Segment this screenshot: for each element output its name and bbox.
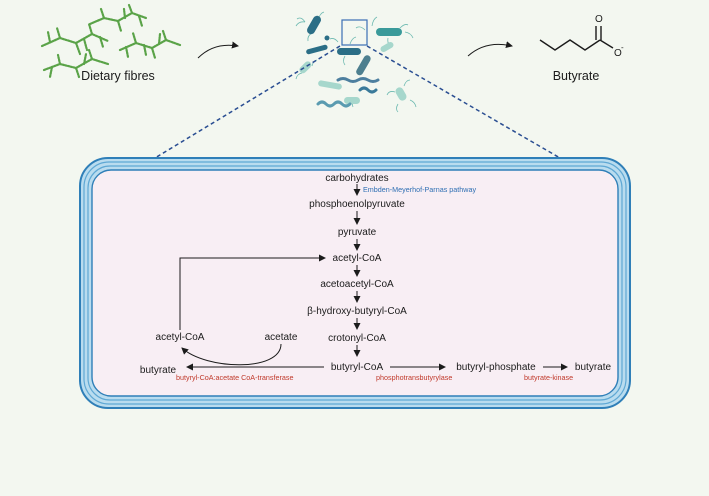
- metabolite-butyrate-right: butyrate: [575, 362, 612, 373]
- zoom-line-left: [154, 45, 341, 159]
- metabolite-acetoacetyl-coa: acetoacetyl-CoA: [320, 279, 394, 290]
- carbonyl-oxygen-label: O: [595, 14, 603, 25]
- fibres-to-bacteria-arrow: [197, 41, 239, 59]
- metabolite-acetyl-coa: acetyl-CoA: [333, 253, 382, 264]
- metabolite-butyrate-left: butyrate: [140, 365, 177, 376]
- carboxylate-oxygen-label: O: [614, 48, 622, 59]
- enzyme-butyrate-kinase: butyrate-kinase: [524, 373, 573, 382]
- metabolite-pyruvate: pyruvate: [338, 227, 377, 238]
- metabolite-crotonyl-coa: crotonyl-CoA: [328, 333, 386, 344]
- metabolite-phosphoenolpyruvate: phosphoenolpyruvate: [309, 199, 405, 210]
- zoom-line-right: [366, 45, 561, 159]
- metabolite-butyryl-coa: butyryl-CoA: [331, 362, 384, 373]
- arrow-acetyl-coa-recycle: [179, 254, 326, 330]
- metabolite-butyryl-phosphate: butyryl-phosphate: [456, 362, 536, 373]
- metabolite-hydroxy-butyryl-coa: β-hydroxy-butyryl-CoA: [307, 306, 407, 317]
- enzyme-emp-pathway: Embden-Meyerhof-Parnas pathway: [363, 185, 476, 194]
- arrow-acetate-acetyl-coa: [181, 343, 282, 366]
- dietary-fibres-label: Dietary fibres: [81, 69, 155, 83]
- enzyme-phosphotransbutyrylase: phosphotransbutyrylase: [376, 373, 452, 382]
- butyrate-label: Butyrate: [553, 69, 600, 83]
- carboxylate-charge-label: -: [621, 43, 624, 52]
- butyrate-structure-icon: [539, 26, 614, 51]
- gut-bacteria-icon: [295, 11, 417, 113]
- metabolite-acetate: acetate: [265, 332, 298, 343]
- bacteria-to-butyrate-arrow: [467, 41, 513, 57]
- metabolite-carbohydrates: carbohydrates: [325, 173, 388, 184]
- enzyme-coa-transferase: butyryl-CoA:acetate CoA-transferase: [176, 373, 293, 382]
- bacterial-cell-membrane: [79, 157, 631, 409]
- pathway: carbohydrates Embden-Meyerhof-Parnas pat…: [140, 173, 612, 382]
- dietary-fibres-icon: [40, 3, 182, 79]
- zoom-selection-box: [341, 19, 368, 46]
- metabolite-acetyl-coa-left: acetyl-CoA: [156, 332, 205, 343]
